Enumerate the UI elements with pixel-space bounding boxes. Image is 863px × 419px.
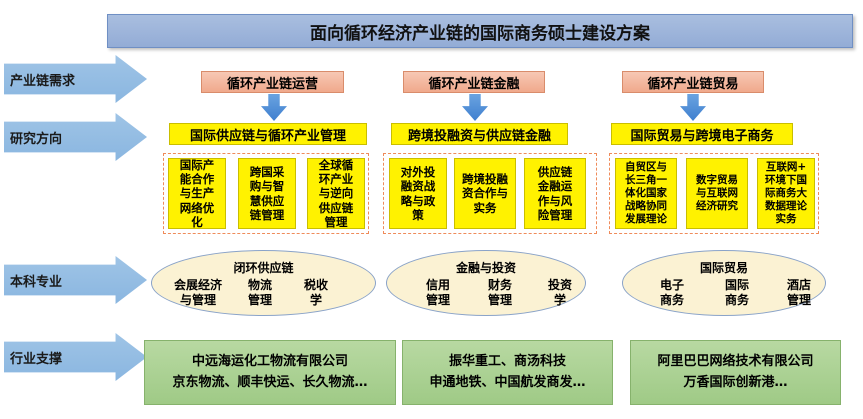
major-item: 电子 商务 xyxy=(659,278,684,307)
down-arrow-icon xyxy=(462,94,488,121)
subtopic-box: 数字贸易 与互联网 经济研究 xyxy=(686,158,748,229)
major-group-title: 金融与投资 xyxy=(455,260,516,275)
industry-line: 万香国际创新港… xyxy=(683,374,788,390)
subtopic-box: 跨国采 购与智 慧供应 链管理 xyxy=(238,158,296,229)
industry-line: 申通地铁、中国航发商发… xyxy=(429,374,586,390)
major-item: 财务 管理 xyxy=(487,278,512,307)
subtopic-box: 互联网+ 环境下国 际商务大 数据理论 实务 xyxy=(757,158,815,229)
industry-box: 阿里巴巴网络技术有限公司 万香国际创新港… xyxy=(630,340,841,405)
major-item: 信用 管理 xyxy=(425,278,450,307)
major-group-title: 闭环供应链 xyxy=(233,260,294,275)
row-label-research: 研究方向 xyxy=(4,113,147,161)
row-label-text: 本科专业 xyxy=(10,274,63,290)
major-item: 酒店 管理 xyxy=(786,278,811,307)
major-item: 投资 学 xyxy=(547,278,572,307)
subtopic-box: 自贸区与 长三角一 体化国家 战略协同 发展理论 xyxy=(615,158,677,229)
row-label-text: 研究方向 xyxy=(10,131,63,147)
subtopic-group xyxy=(383,153,597,234)
industry-box: 振华重工、商汤科技 申通地铁、中国航发商发… xyxy=(402,340,613,405)
industry-line: 中远海运化工物流有限公司 xyxy=(191,353,348,369)
demand-box: 循环产业链运营 xyxy=(201,71,344,93)
row-label-text: 产业链需求 xyxy=(10,73,76,89)
page-title: 面向循环经济产业链的国际商务硕士建设方案 xyxy=(107,14,853,48)
major-ellipse xyxy=(386,250,586,316)
direction-box: 国际供应链与循环产业管理 xyxy=(169,123,367,145)
subtopic-box: 跨境投融 资合作与 实务 xyxy=(454,158,516,229)
major-item: 国际 商务 xyxy=(724,278,749,307)
subtopic-box: 对外投 融资战 略与政 策 xyxy=(389,158,447,229)
direction-box: 跨境投融资与供应链金融 xyxy=(391,123,568,145)
industry-line: 振华重工、商汤科技 xyxy=(448,353,566,369)
subtopic-box: 国际产 能合作 与生产 网络优 化 xyxy=(168,158,226,229)
industry-line: 阿里巴巴网络技术有限公司 xyxy=(657,353,814,369)
major-item: 税收 学 xyxy=(303,278,328,307)
major-item: 会展经济 与管理 xyxy=(173,278,222,307)
subtopic-box: 供应链 金融运 作与风 险管理 xyxy=(524,158,586,229)
industry-box: 中远海运化工物流有限公司 京东物流、顺丰快运、长久物流… xyxy=(144,340,396,405)
down-arrow-icon xyxy=(261,94,287,121)
row-label-demand: 产业链需求 xyxy=(4,55,147,103)
demand-box: 循环产业链贸易 xyxy=(622,71,764,93)
industry-line: 京东物流、顺丰快运、长久物流… xyxy=(172,374,368,390)
demand-box: 循环产业链金融 xyxy=(403,71,545,93)
major-item: 物流 管理 xyxy=(247,278,272,307)
direction-box: 国际贸易与跨境电子商务 xyxy=(611,123,793,145)
subtopic-group xyxy=(163,153,369,234)
major-ellipse xyxy=(622,250,826,316)
down-arrow-icon xyxy=(680,94,706,121)
row-label-major: 本科专业 xyxy=(4,256,147,304)
row-label-industry: 行业支撑 xyxy=(4,333,147,381)
subtopic-group xyxy=(609,153,819,234)
major-group-title: 国际贸易 xyxy=(699,260,748,275)
row-label-text: 行业支撑 xyxy=(10,351,63,367)
major-ellipse xyxy=(151,250,376,316)
subtopic-box: 全球循 环产业 与逆向 供应链 管理 xyxy=(307,158,365,229)
